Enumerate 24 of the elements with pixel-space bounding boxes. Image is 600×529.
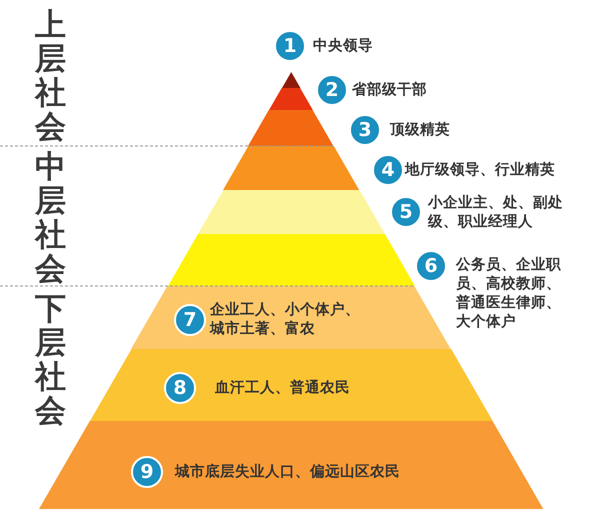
number-badge: 1: [274, 30, 306, 62]
tier-description: 城市底层失业人口、偏远山区农民: [174, 463, 401, 482]
tier-description: 企业工人、小个体户、城市土著、富农: [210, 301, 361, 339]
pyramid-tier: [222, 146, 360, 190]
tier-description: 小企业主、处、副处级、职业经理人: [428, 194, 564, 232]
number-badge: 6: [415, 250, 447, 282]
number-badge: 5: [390, 196, 422, 228]
pyramid-tier: [198, 190, 384, 234]
number-badge: 2: [316, 74, 348, 106]
pyramid-tier: [90, 349, 492, 421]
pyramid-tier: [168, 234, 414, 286]
number-badge: 4: [372, 154, 404, 186]
pyramid-tier: [248, 110, 334, 146]
class-label: 中层社会: [35, 150, 66, 286]
tier-description: 顶级精英: [390, 121, 451, 140]
tier-description: 省部级干部: [352, 81, 428, 100]
number-badge: 3: [349, 114, 381, 146]
tier-description: 血汗工人、普通农民: [214, 379, 351, 398]
class-label: 上层社会: [35, 8, 66, 144]
tier-description: 地厅级领导、行业精英: [405, 161, 556, 180]
tier-description: 中央领导: [313, 37, 374, 56]
tier-description: 公务员、企业职员、高校教师、普通医生律师、大个体户: [456, 256, 562, 332]
class-label: 下层社会: [35, 292, 66, 428]
pyramid-tier: [131, 286, 451, 349]
